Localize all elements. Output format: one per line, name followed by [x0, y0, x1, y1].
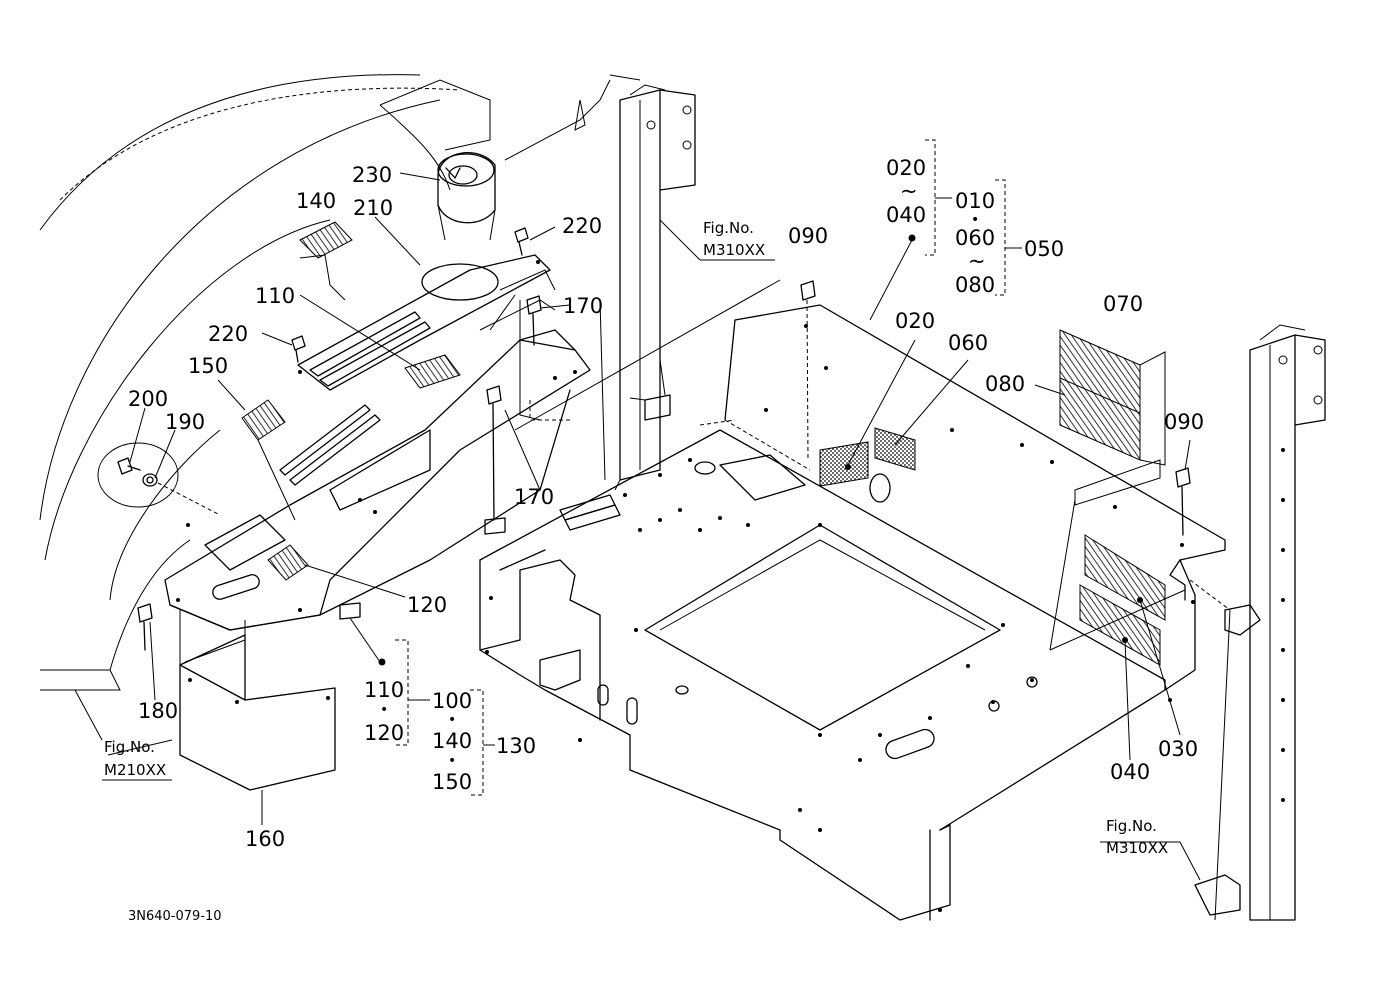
group-label: 040 — [886, 203, 926, 227]
left-console — [164, 254, 591, 631]
bolt-icon — [514, 227, 529, 256]
bolt-icon — [291, 335, 306, 363]
part-label: 170 — [514, 485, 554, 509]
part-label: 120 — [407, 593, 447, 617]
part-label: 020 — [895, 309, 935, 333]
figure-ref-number: M310XX — [1106, 839, 1168, 857]
part-label: 140 — [296, 189, 336, 213]
part-label: 090 — [788, 224, 828, 248]
group-total: 050 — [1024, 237, 1064, 261]
part-label: 220 — [562, 214, 602, 238]
bolt-icon — [526, 295, 542, 346]
part-label: 210 — [353, 196, 393, 220]
cab-outline — [39, 74, 641, 691]
part-label: 080 — [985, 372, 1025, 396]
floor-frame — [479, 304, 1226, 921]
group-label: 110 — [364, 678, 404, 702]
group-label: 150 — [432, 770, 472, 794]
group-separator: • — [971, 212, 979, 228]
cab-pillar-right — [1194, 324, 1326, 921]
cab-pillar-center — [599, 84, 696, 491]
decal-150 — [241, 399, 286, 441]
group-label: 120 — [364, 721, 404, 745]
group-separator: • — [448, 712, 456, 728]
part-label: 030 — [1158, 737, 1198, 761]
part-label: 070 — [1103, 292, 1143, 316]
group-separator: ~ — [968, 249, 986, 273]
figure-ref-number: M210XX — [104, 761, 166, 779]
figure-ref-label: Fig.No. — [104, 738, 155, 756]
part-label: 200 — [128, 387, 168, 411]
group-separator: • — [380, 702, 388, 718]
group-label: 010 — [955, 189, 995, 213]
group-label: 100 — [432, 689, 472, 713]
part-label: 040 — [1110, 760, 1150, 784]
part-label: 190 — [165, 410, 205, 434]
group-separator: • — [448, 753, 456, 769]
figure-ref-label: Fig.No. — [1106, 817, 1157, 835]
group-total: 130 — [496, 734, 536, 758]
group-label: 020 — [886, 156, 926, 180]
group-label: 080 — [955, 273, 995, 297]
part-label: 060 — [948, 331, 988, 355]
screw-washer-group — [97, 442, 221, 516]
part-label: 180 — [138, 699, 178, 723]
figure-ref-number: M310XX — [703, 241, 765, 259]
bolt-icon — [1175, 467, 1191, 536]
part-label: 150 — [188, 354, 228, 378]
part-label: 220 — [208, 322, 248, 346]
cup-holder-230 — [437, 152, 496, 241]
decal-140 — [299, 221, 353, 259]
group-label: 060 — [955, 226, 995, 250]
bolt-icon — [486, 385, 502, 521]
panel-160 — [179, 610, 336, 791]
bolt-icon — [800, 280, 816, 461]
part-label: 230 — [352, 163, 392, 187]
group-label: 140 — [432, 729, 472, 753]
diagram-code: 3N640-079-10 — [128, 909, 222, 924]
part-label: 170 — [563, 294, 603, 318]
bolt-icon — [137, 603, 153, 651]
part-label: 160 — [245, 827, 285, 851]
part-label: 110 — [255, 284, 295, 308]
figure-ref-label: Fig.No. — [703, 219, 754, 237]
group-separator: ~ — [900, 179, 918, 203]
part-label: 090 — [1164, 410, 1204, 434]
